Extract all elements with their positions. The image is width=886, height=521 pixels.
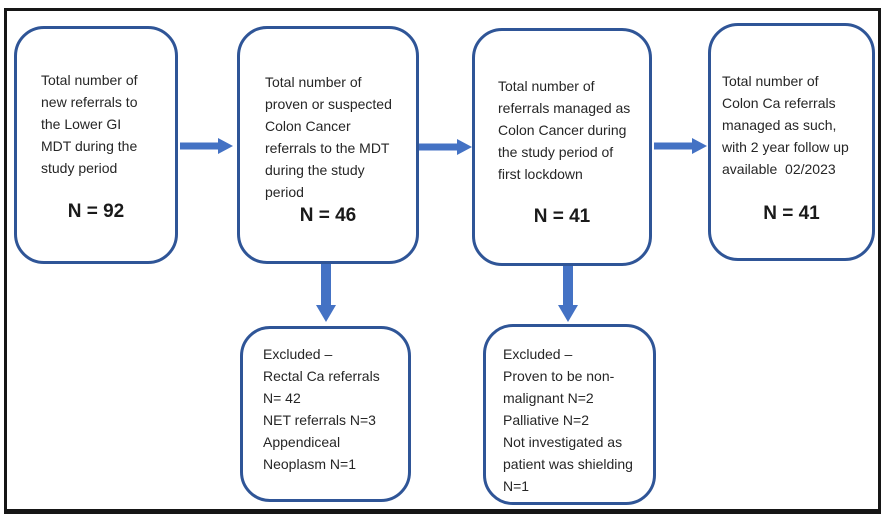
- box-n-value: N = 41: [533, 206, 591, 227]
- flow-box-managed-as-colon-cancer: Total number of referrals managed as Col…: [472, 28, 652, 266]
- diagram-frame: [4, 8, 881, 514]
- box-text: Excluded – Rectal Ca referrals N= 42 NET…: [263, 346, 380, 472]
- box-text: Excluded – Proven to be non- malignant N…: [503, 346, 633, 494]
- box-text: Total number of proven or suspected Colo…: [265, 74, 392, 200]
- box-text: Total number of new referrals to the Low…: [41, 72, 138, 176]
- box-n-value: N = 41: [763, 203, 820, 224]
- excluded-box-rectal-net-appendiceal: Excluded – Rectal Ca referrals N= 42 NET…: [240, 326, 411, 502]
- arrow-right-icon: [180, 138, 233, 154]
- box-text: Total number of referrals managed as Col…: [498, 78, 631, 182]
- arrow-down-icon: [558, 266, 578, 322]
- flow-box-followup-available: Total number of Colon Ca referrals manag…: [708, 23, 875, 261]
- arrow-right-icon: [419, 139, 472, 155]
- flow-box-proven-suspected-colon-cancer: Total number of proven or suspected Colo…: [237, 26, 419, 264]
- excluded-box-nonmalignant-palliative-shielding: Excluded – Proven to be non- malignant N…: [483, 324, 656, 505]
- box-n-value: N = 46: [299, 205, 357, 226]
- box-n-value: N = 92: [67, 201, 125, 222]
- box-text: Total number of Colon Ca referrals manag…: [722, 73, 849, 177]
- arrow-down-icon: [316, 264, 336, 322]
- flow-box-total-new-referrals: Total number of new referrals to the Low…: [14, 26, 178, 264]
- arrow-right-icon: [654, 138, 707, 154]
